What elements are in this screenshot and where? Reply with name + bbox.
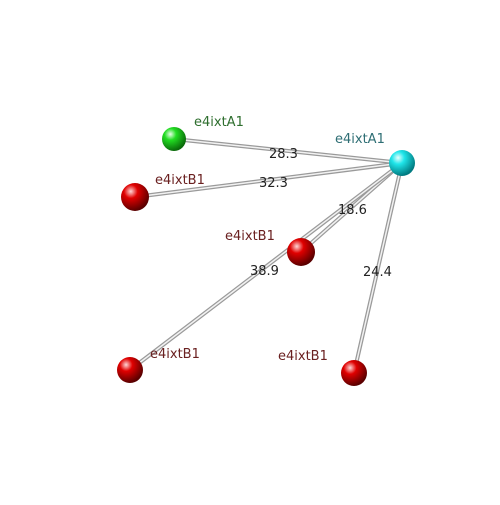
- edge-center-green: [173, 137, 403, 165]
- atom-red-1: [121, 183, 149, 211]
- edge-center-red4: [352, 162, 404, 374]
- atom-label-red-2: e4ixtB1: [225, 229, 275, 244]
- distance-label-center-green: 28.3: [269, 147, 298, 162]
- atom-red-2: [287, 238, 315, 266]
- atom-center-cyan: [389, 150, 415, 176]
- atom-label-center: e4ixtA1: [335, 132, 385, 147]
- distance-labels: 28.3 32.3 18.6 38.9 24.4: [250, 147, 392, 280]
- distance-label-center-red1: 32.3: [259, 176, 288, 191]
- atom-label-red-3: e4ixtB1: [150, 347, 200, 362]
- distance-label-center-red3: 38.9: [250, 264, 279, 279]
- distance-label-center-red4: 24.4: [363, 265, 392, 280]
- atom-label-red-1: e4ixtB1: [155, 173, 205, 188]
- atom-green: [162, 127, 186, 151]
- edge-center-red1: [134, 161, 403, 199]
- atom-label-green: e4ixtA1: [194, 115, 244, 130]
- atom-red-4: [341, 360, 367, 386]
- edge-center-red3: [128, 161, 404, 372]
- atom-labels: e4ixtA1 e4ixtA1 e4ixtB1 e4ixtB1 e4ixtB1 …: [150, 115, 385, 364]
- atom-red-3: [117, 357, 143, 383]
- atom-label-red-4: e4ixtB1: [278, 349, 328, 364]
- edges: [128, 137, 404, 374]
- distance-label-center-red2: 18.6: [338, 203, 367, 218]
- atoms: [117, 127, 415, 386]
